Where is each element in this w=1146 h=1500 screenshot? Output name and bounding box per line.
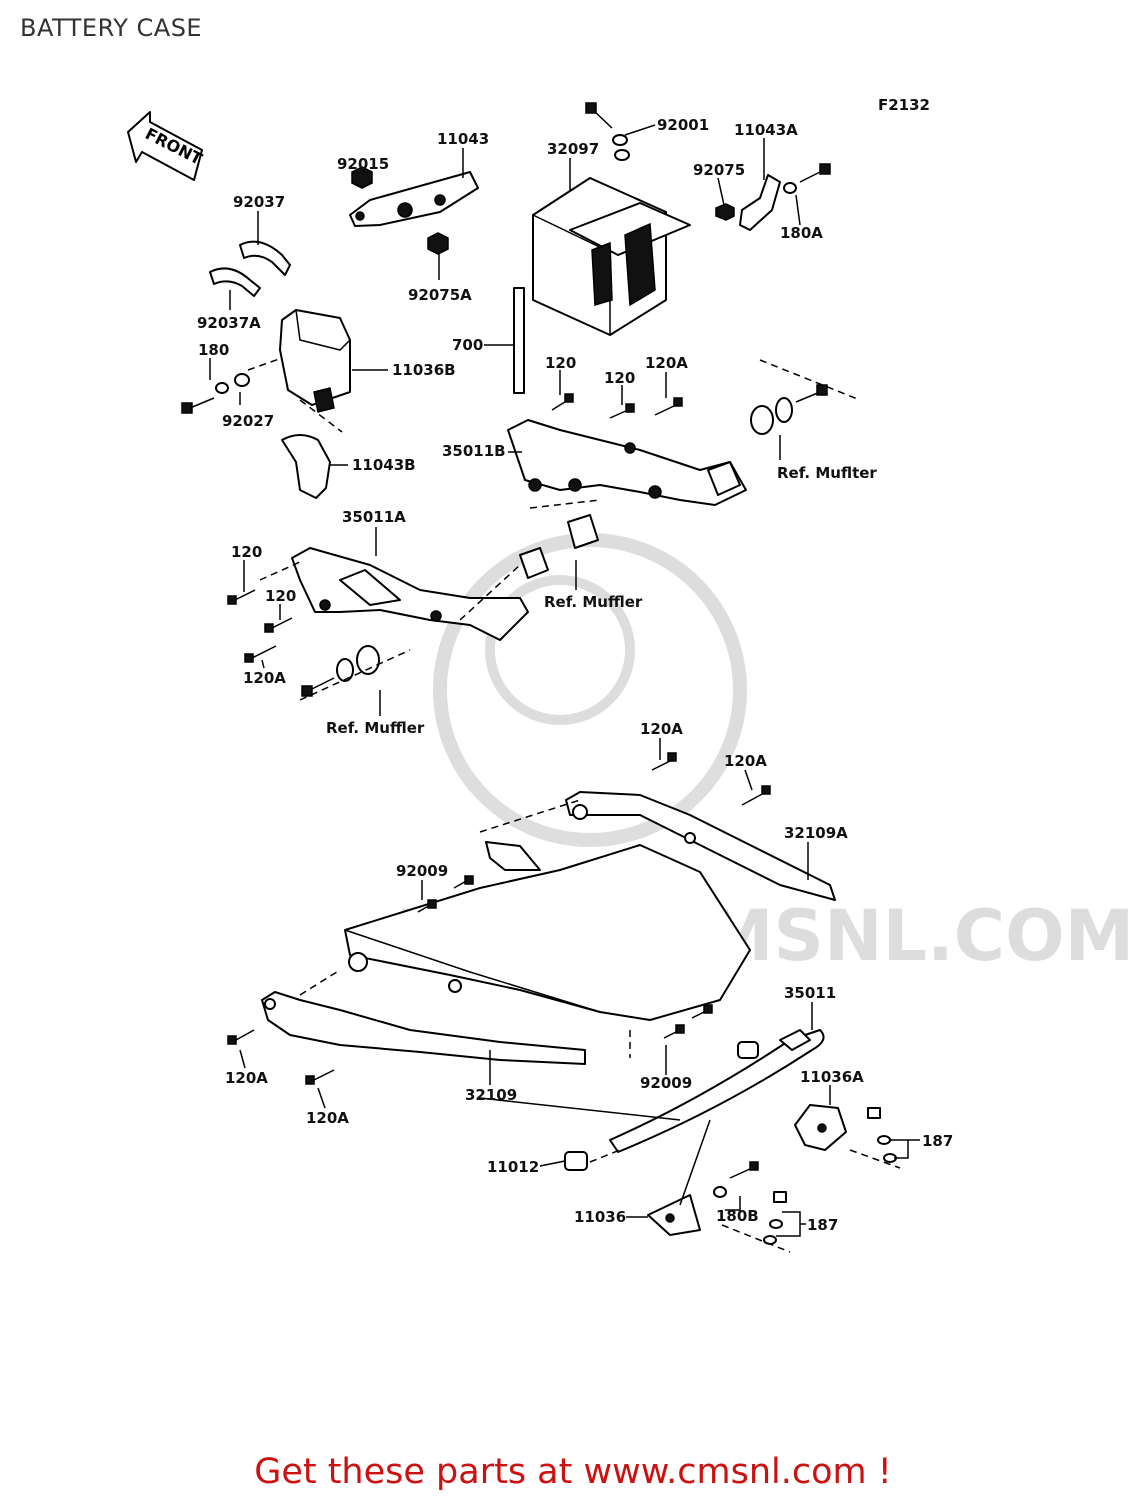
label-35011: 35011	[784, 984, 836, 1002]
clamp-92037	[239, 240, 291, 276]
label-92009-a: 92009	[396, 862, 448, 880]
muffler-bushing-upper	[750, 384, 828, 435]
label-700: 700	[452, 336, 483, 354]
label-180: 180	[198, 341, 229, 359]
figure-code: F2132	[878, 96, 930, 114]
label-120-c: 120	[231, 543, 262, 561]
label-92037A: 92037A	[197, 314, 261, 332]
label-92027: 92027	[222, 412, 274, 430]
bracket-35011B	[507, 419, 747, 506]
label-120-d: 120	[265, 587, 296, 605]
bracket-11036A	[794, 1104, 897, 1163]
muffler-bushing-lower	[301, 645, 380, 697]
collar-spacer	[737, 1041, 759, 1059]
bolt-120-group	[227, 393, 683, 663]
label-35011A: 35011A	[342, 508, 406, 526]
label-ref-muffler-1: Ref. Muffler	[544, 593, 643, 611]
muffler-bushing-middle	[519, 514, 599, 579]
label-11043B: 11043B	[352, 456, 416, 474]
label-120A-f: 120A	[306, 1109, 349, 1127]
label-92001: 92001	[657, 116, 709, 134]
bolt-180	[181, 373, 250, 414]
seat-cowl	[344, 841, 751, 1021]
label-11036B: 11036B	[392, 361, 456, 379]
label-120-b: 120	[604, 369, 635, 387]
battery-case-32097	[532, 177, 691, 336]
rod-700	[513, 287, 525, 394]
label-92075A: 92075A	[408, 286, 472, 304]
bolt-120A-group	[227, 752, 771, 1085]
label-92037: 92037	[233, 193, 285, 211]
nut-92075A	[427, 232, 449, 255]
bracket-35011A	[291, 547, 529, 641]
footer-link[interactable]: Get these parts at www.cmsnl.com !	[254, 1452, 892, 1492]
label-120A-c: 120A	[640, 720, 683, 738]
label-32097: 32097	[547, 140, 599, 158]
label-35011B: 35011B	[442, 442, 506, 460]
dashed-lines	[247, 357, 901, 1253]
bracket-11043	[349, 171, 479, 227]
collar-11012	[564, 1151, 588, 1171]
label-120A-b: 120A	[243, 669, 286, 687]
label-120A-d: 120A	[724, 752, 767, 770]
label-180A: 180A	[780, 224, 823, 242]
label-11012: 11012	[487, 1158, 539, 1176]
page-title: BATTERY CASE	[20, 14, 203, 42]
label-120A-a: 120A	[645, 354, 688, 372]
label-180B: 180B	[716, 1207, 759, 1225]
rail-35011	[609, 1029, 825, 1153]
label-92075: 92075	[693, 161, 745, 179]
label-32109: 32109	[465, 1086, 517, 1104]
front-arrow-icon: FRONT	[127, 111, 205, 181]
label-187-a: 187	[922, 1132, 953, 1150]
label-ref-mufflter: Ref. Muflter	[777, 464, 877, 482]
label-ref-muffler-2: Ref. Muffler	[326, 719, 425, 737]
nut-92075	[715, 203, 735, 221]
label-120-a: 120	[545, 354, 576, 372]
rail-32109	[261, 991, 586, 1065]
clamp-92037A	[209, 267, 261, 297]
cover-11036B	[279, 309, 351, 413]
bracket-11043B	[281, 434, 331, 499]
label-32109A: 32109A	[784, 824, 848, 842]
leader-lines	[209, 124, 920, 1237]
label-92015: 92015	[337, 155, 389, 173]
label-11036A: 11036A	[800, 1068, 864, 1086]
label-120A-e: 120A	[225, 1069, 268, 1087]
bracket-11036	[647, 1161, 787, 1245]
label-11043A: 11043A	[734, 121, 798, 139]
label-187-b: 187	[807, 1216, 838, 1234]
rail-32109A	[565, 791, 836, 901]
nut-92015	[351, 166, 373, 189]
label-11043: 11043	[437, 130, 489, 148]
bracket-11043A	[739, 163, 831, 231]
bolt-92001	[585, 102, 630, 161]
label-92009-b: 92009	[640, 1074, 692, 1092]
label-11036: 11036	[574, 1208, 626, 1226]
